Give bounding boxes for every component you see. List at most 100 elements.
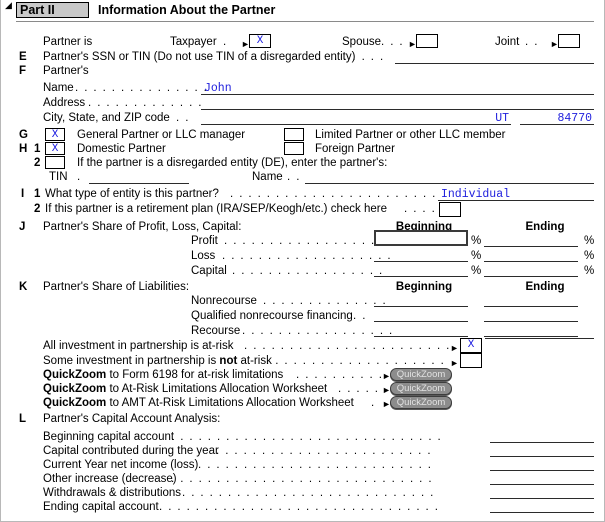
quickzoom-6198-leader: . . . . . . . . . . — [296, 369, 384, 381]
de-tin-input[interactable] — [89, 183, 189, 184]
partner-city-input[interactable] — [201, 124, 511, 125]
line-e-text: Partner's SSN or TIN (Do not use TIN of … — [43, 51, 356, 63]
checkbox-limited-partner[interactable] — [284, 128, 304, 141]
nonrecourse-beginning-input[interactable] — [374, 306, 468, 307]
taxpayer-arrow-icon: ► — [241, 39, 250, 49]
profit-label: Profit — [191, 235, 218, 247]
partner-name-input[interactable] — [201, 94, 594, 95]
quickzoom-atrisk-worksheet-button[interactable]: QuickZoom — [390, 382, 452, 395]
all-at-risk-arrow-icon: ► — [450, 343, 459, 353]
partner-address-input[interactable] — [201, 109, 594, 110]
entity-type-input[interactable] — [438, 200, 594, 201]
checkbox-spouse[interactable] — [416, 34, 438, 48]
capital-beginning-input[interactable] — [374, 276, 468, 277]
taxpayer-leader: . — [223, 36, 228, 48]
line-e-leader: . . . . . . — [334, 51, 385, 63]
line-i-letter: I — [21, 188, 25, 200]
line-k-col-ending: Ending — [525, 281, 565, 293]
foreign-partner-label: Foreign Partner — [315, 143, 395, 155]
line-e-letter: E — [19, 51, 27, 63]
joint-label: Joint — [495, 36, 520, 48]
partner-zip-input[interactable] — [520, 124, 594, 125]
recourse-ending-input[interactable] — [484, 336, 578, 337]
quickzoom-6198-text: QuickZoom to Form 6198 for at-risk limit… — [43, 369, 283, 381]
joint-leader: . . — [525, 36, 539, 48]
line-e-ssn-input[interactable] — [395, 63, 594, 64]
capital-ending-input[interactable] — [484, 276, 578, 277]
checkbox-some-not-at-risk[interactable] — [460, 353, 482, 368]
beginning-capital-label: Beginning capital account — [43, 431, 175, 443]
other-increase-input[interactable] — [490, 484, 594, 485]
profit-ending-input[interactable] — [484, 246, 578, 247]
capital-contributed-leader: . . . . . . . . . . . . . . . . . . . . … — [216, 445, 432, 457]
some-not-at-risk-text: Some investment in partnership is not at… — [43, 355, 272, 367]
capital-contributed-input[interactable] — [490, 456, 594, 457]
line-f-text: Partner's — [43, 65, 89, 77]
partner-name-value: John — [204, 82, 232, 95]
line-k-col-beginning: Beginning — [395, 281, 453, 293]
checkbox-domestic-partner[interactable]: X — [45, 142, 65, 155]
quickzoom-atrisk-worksheet-text: QuickZoom to At-Risk Limitations Allocat… — [43, 383, 327, 395]
line-l-letter: L — [19, 413, 27, 425]
checkbox-disregarded-entity[interactable] — [45, 156, 65, 169]
line-k-title: Partner's Share of Liabilities: — [43, 281, 190, 293]
line-l-title: Partner's Capital Account Analysis: — [43, 413, 221, 425]
quickzoom-6198-bold: QuickZoom — [43, 369, 107, 381]
de-name-leader: . . — [287, 171, 301, 183]
line-j-letter: J — [19, 221, 26, 233]
line-i-num2: 2 — [34, 203, 41, 215]
current-year-income-input[interactable] — [490, 470, 594, 471]
de-tin-label: TIN — [49, 171, 68, 183]
partner-state-value: UT — [495, 112, 509, 125]
withdrawals-label: Withdrawals & distributions — [43, 487, 182, 499]
quickzoom-amt-atrisk-button[interactable]: QuickZoom — [390, 396, 452, 409]
partner-city-label: City, State, and ZIP code — [43, 112, 170, 124]
disregarded-entity-text: If the partner is a disregarded entity (… — [77, 157, 388, 169]
all-at-risk-text: All investment in partnership is at-risk — [43, 340, 234, 352]
joint-arrow-icon: ► — [550, 39, 559, 49]
line-f-letter: F — [19, 65, 27, 77]
quickzoom-6198-rest: to Form 6198 for at-risk limitations — [106, 369, 284, 381]
line-h-num1: 1 — [34, 143, 41, 155]
line-i-num1: 1 — [34, 188, 41, 200]
spouse-leader: . . . — [381, 36, 404, 48]
checkbox-retirement-plan[interactable] — [439, 202, 461, 217]
quickzoom-6198-button[interactable]: QuickZoom — [390, 368, 452, 381]
line-k-letter: K — [19, 281, 28, 293]
qualified-nonrecourse-beginning-input[interactable] — [374, 321, 468, 322]
qualified-nonrecourse-leader: . . — [353, 310, 367, 322]
de-name-input[interactable] — [305, 183, 594, 184]
checkbox-taxpayer[interactable]: X — [249, 34, 271, 48]
current-year-income-label: Current Year net income (loss) — [43, 459, 199, 471]
loss-ending-input[interactable] — [484, 261, 578, 262]
profit-ending-percent: % — [584, 235, 595, 247]
capital-label: Capital — [191, 265, 227, 277]
quickzoom-atrisk-worksheet-leader: . . . . . — [338, 383, 380, 395]
part-number-box: Part II — [16, 2, 89, 18]
checkbox-foreign-partner[interactable] — [284, 142, 304, 155]
limited-partner-label: Limited Partner or other LLC member — [315, 129, 506, 141]
line-g-letter: G — [19, 129, 28, 141]
checkbox-general-partner[interactable]: X — [45, 128, 65, 141]
profit-beginning-percent: % — [471, 235, 482, 247]
checkbox-joint[interactable] — [558, 34, 580, 48]
beginning-capital-input[interactable] — [490, 442, 594, 443]
recourse-beginning-input[interactable] — [374, 336, 468, 337]
nonrecourse-ending-input[interactable] — [484, 306, 578, 307]
qualified-nonrecourse-ending-input[interactable] — [484, 321, 578, 322]
withdrawals-input[interactable] — [490, 498, 594, 499]
general-partner-label: General Partner or LLC manager — [77, 129, 246, 141]
other-increase-leader: . . . . . . . . . . . . . . . . . . . . … — [171, 473, 433, 485]
capital-beginning-percent: % — [471, 265, 482, 277]
other-increase-label: Other increase (decrease) — [43, 473, 177, 485]
spouse-arrow-icon: ► — [408, 39, 417, 49]
some-not-at-risk-bold: not — [219, 355, 238, 367]
profit-beginning-input[interactable] — [374, 230, 468, 246]
checkbox-all-at-risk[interactable]: X — [460, 338, 482, 353]
loss-beginning-input[interactable] — [374, 261, 468, 262]
ending-capital-input[interactable] — [490, 512, 594, 513]
recourse-leader: . . . . . . . . . . . . . . . . . — [242, 325, 394, 337]
retirement-plan-leader: . . . . — [404, 203, 437, 215]
qualified-nonrecourse-label: Qualified nonrecourse financing — [191, 310, 353, 322]
quickzoom-6198-arrow-icon: ► — [382, 371, 391, 381]
